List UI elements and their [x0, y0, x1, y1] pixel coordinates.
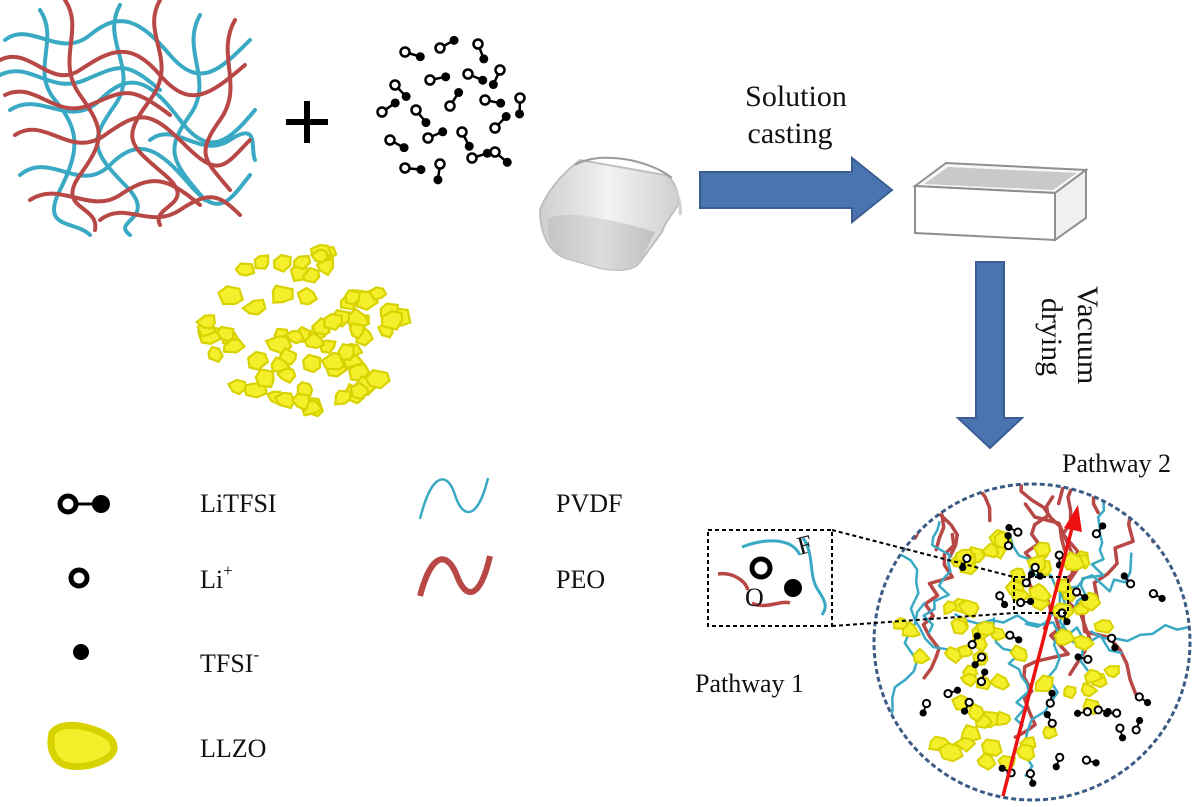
llzo-particle-icon	[253, 254, 270, 270]
llzo-particle-icon	[275, 367, 297, 384]
llzo-particle-icon	[240, 298, 267, 316]
peo-chains	[0, 0, 252, 232]
litfsi-pair-icon	[444, 88, 464, 112]
litfsi-pair-icon	[489, 146, 512, 167]
llzo-particle-icon	[320, 351, 346, 371]
litfsi-pair-icon	[422, 127, 448, 144]
llzo-particle-icon	[302, 353, 322, 374]
solution-casting-label-line2: casting	[748, 117, 833, 150]
legend-peo-icon	[417, 555, 493, 597]
litfsi-pair-icon	[479, 94, 506, 108]
llzo-particle-icon	[247, 350, 270, 371]
litfsi-pair-icon	[434, 35, 459, 54]
legend-li-label: Li+	[200, 561, 233, 594]
legend-li-icon	[68, 567, 90, 589]
solution-casting-arrow	[699, 155, 894, 225]
llzo-particle-cluster	[195, 243, 412, 418]
llzo-particle-icon	[273, 391, 296, 410]
tfsi-anion-icon	[784, 579, 802, 597]
llzo-particle-icon	[283, 329, 306, 345]
pathway2-label: Pathway 2	[1062, 449, 1171, 478]
litfsi-pair-icon	[456, 126, 474, 151]
plus-sign	[286, 101, 328, 143]
llzo-particle-icon	[336, 342, 355, 361]
llzo-particle-icon	[217, 285, 245, 306]
llzo-particle-icon	[364, 368, 391, 390]
legend-pvdf-label: PVDF	[556, 489, 622, 518]
vacuum-drying-label-line1: Vacuum	[1071, 286, 1104, 384]
llzo-particle-icon	[333, 389, 353, 406]
llzo-particle-icon	[349, 381, 370, 401]
legend-tfsi-icon	[73, 644, 89, 660]
legend: LiTFSI Li+ TFSI- LLZO PVDF PEO	[47, 477, 622, 770]
litfsi-pair-icon	[376, 98, 400, 118]
vacuum-drying-label-line2: drying	[1035, 298, 1068, 376]
llzo-particle-icon	[207, 345, 224, 364]
llzo-particle-icon	[315, 257, 334, 277]
pathway1-label: Pathway 1	[695, 669, 804, 698]
litfsi-salt-cluster	[376, 35, 526, 185]
legend-llzo-icon	[47, 721, 118, 770]
zoom-o-label: O	[745, 583, 764, 612]
litfsi-pair-icon	[489, 112, 511, 134]
litfsi-pair-icon	[384, 134, 409, 153]
litfsi-pair-icon	[410, 104, 431, 128]
legend-peo-label: PEO	[556, 565, 605, 594]
llzo-particle-icon	[380, 310, 404, 331]
llzo-particle-icon	[234, 262, 256, 277]
legend-litfsi-icon	[57, 493, 110, 515]
llzo-particle-icon	[226, 378, 247, 396]
llzo-particle-icon	[271, 284, 294, 304]
li-ion-icon	[749, 556, 773, 580]
llzo-particle-icon	[367, 286, 388, 301]
llzo-particle-icon	[272, 253, 292, 273]
polymer-blend-tangle	[0, 0, 257, 237]
legend-tfsi-label: TFSI-	[200, 645, 259, 678]
zoom-inset	[707, 529, 833, 627]
llzo-particle-icon	[348, 322, 366, 341]
llzo-particle-icon	[323, 312, 344, 332]
vacuum-drying-arrow	[955, 261, 1025, 450]
litfsi-pair-icon	[514, 92, 526, 119]
beaker-icon	[538, 156, 682, 271]
zoom-source-box	[1013, 576, 1069, 614]
litfsi-pair-icon	[433, 158, 446, 185]
llzo-particle-icon	[254, 368, 275, 389]
legend-litfsi-label: LiTFSI	[200, 489, 277, 518]
pathway2-arrow	[1001, 505, 1082, 797]
zoom-connector-lines	[831, 529, 1015, 627]
llzo-particle-icon	[292, 254, 312, 271]
solution-casting-label-line1: Solution	[745, 80, 847, 113]
litfsi-pair-icon	[399, 46, 425, 62]
llzo-particle-icon	[222, 338, 247, 354]
llzo-particle-icon	[270, 356, 292, 373]
composite-electrolyte-membrane	[872, 482, 1192, 802]
litfsi-pair-icon	[472, 38, 489, 64]
llzo-particle-icon	[303, 331, 326, 350]
llzo-particle-icon	[291, 392, 311, 412]
casting-mold-box	[912, 161, 1089, 242]
litfsi-pair-icon	[488, 64, 506, 90]
llzo-particle-icon	[296, 286, 319, 306]
llzo-particle-icon	[309, 248, 330, 264]
llzo-particle-icon	[301, 266, 321, 284]
legend-pvdf-icon	[418, 477, 490, 520]
litfsi-pair-icon	[424, 72, 451, 86]
litfsi-pair-icon	[399, 162, 426, 175]
llzo-particle-icon	[195, 314, 216, 330]
litfsi-pair-icon	[389, 79, 411, 101]
legend-llzo-label: LLZO	[200, 734, 266, 763]
litfsi-pair-icon	[462, 68, 488, 85]
litfsi-pair-icon	[466, 148, 492, 164]
